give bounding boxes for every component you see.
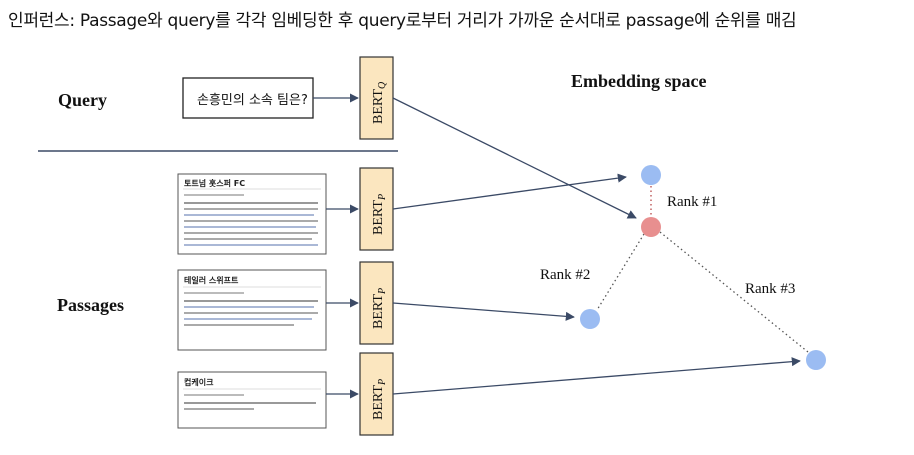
- passage-title-1: 토트넘 홋스퍼 FC: [184, 178, 245, 188]
- rank-3-label: Rank #3: [745, 281, 795, 297]
- bert-q-subscript: Q: [377, 81, 388, 89]
- svg-text:BERTP: BERTP: [371, 379, 388, 420]
- bert-q-label: BERT: [371, 89, 386, 124]
- rank-2-label: Rank #2: [540, 267, 590, 283]
- bert-p-box-3: BERTP: [359, 352, 394, 436]
- distance-line-rank3: [659, 231, 809, 353]
- bert-q-box: BERTQ: [359, 56, 394, 140]
- embedding-point-query: [641, 217, 661, 237]
- arrow-bert-q-to-embedding: [392, 97, 637, 219]
- passage-card-1: 토트넘 홋스퍼 FC: [177, 173, 327, 255]
- arrow-bert-p1-to-embedding: [392, 173, 627, 210]
- distance-line-rank2: [596, 233, 645, 311]
- passage-card-3: 컵케이크: [177, 371, 327, 429]
- query-text: 손흥민의 소속 팀은?: [197, 93, 308, 108]
- bert-p2-label: BERT: [371, 294, 386, 329]
- arrow-bert-p3-to-embedding: [392, 357, 801, 395]
- embedding-point-passage-2: [580, 309, 600, 329]
- bert-p1-label: BERT: [371, 200, 386, 235]
- bert-p1-subscript: P: [377, 194, 388, 201]
- embedding-point-passage-1: [641, 165, 661, 185]
- rank-1-label: Rank #1: [667, 194, 717, 210]
- passage-card-2: 테일러 스위프트: [177, 269, 327, 351]
- caption: 인퍼런스: Passage와 query를 각각 임베딩한 후 query로부터…: [8, 11, 797, 31]
- passages-label: Passages: [57, 295, 124, 315]
- bert-p-box-1: BERTP: [359, 167, 394, 251]
- bert-p3-label: BERT: [371, 385, 386, 420]
- query-box: 손흥민의 소속 팀은?: [182, 77, 314, 119]
- passage-title-2: 테일러 스위프트: [184, 275, 239, 285]
- bert-p2-subscript: P: [377, 288, 388, 295]
- query-label: Query: [58, 90, 107, 110]
- svg-text:BERTP: BERTP: [371, 288, 388, 329]
- svg-text:BERTQ: BERTQ: [371, 81, 388, 124]
- embedding-point-passage-3: [806, 350, 826, 370]
- bert-p-box-2: BERTP: [359, 261, 394, 345]
- arrow-bert-p2-to-embedding: [392, 302, 575, 321]
- svg-text:BERTP: BERTP: [371, 194, 388, 235]
- embedding-space-label: Embedding space: [571, 71, 707, 91]
- passage-title-3: 컵케이크: [184, 377, 214, 387]
- bert-p3-subscript: P: [377, 379, 388, 386]
